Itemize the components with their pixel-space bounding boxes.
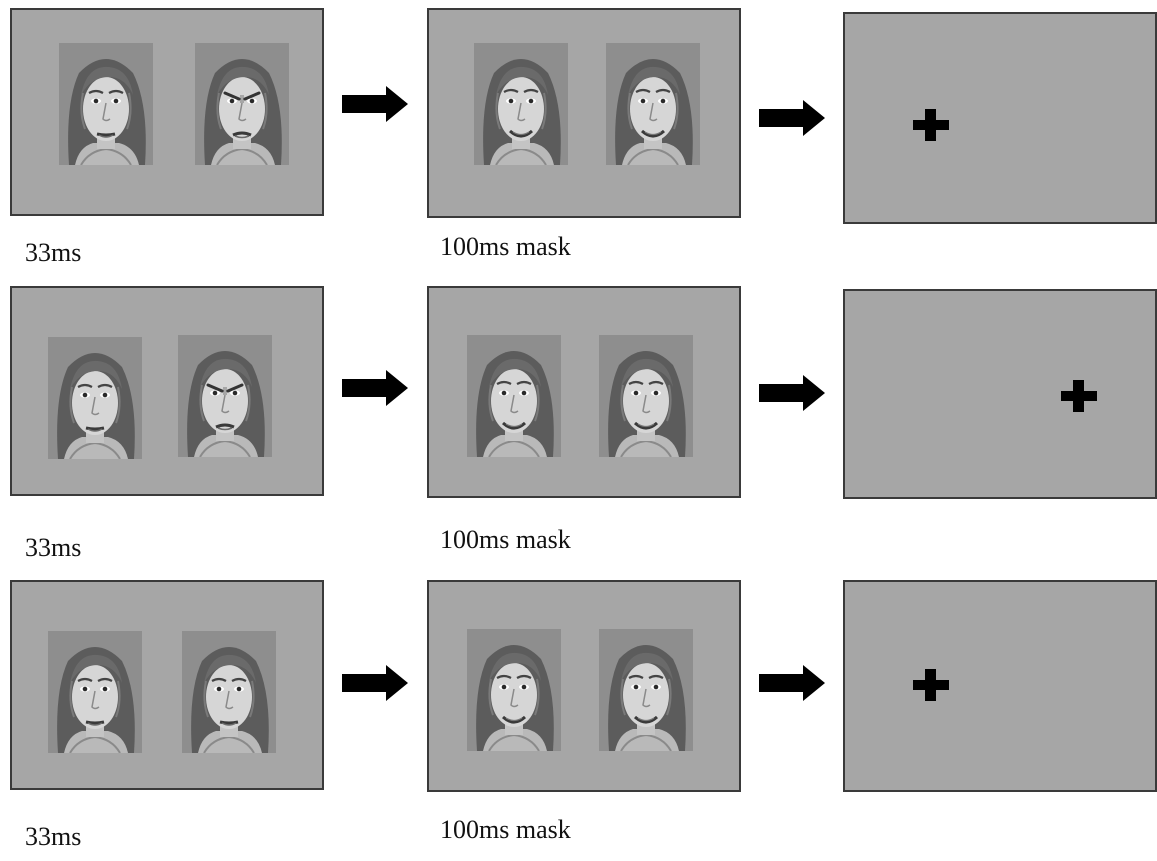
trial-1-mask-screen [427,8,741,218]
trial-2-mask-screen [427,286,741,498]
happy-face [599,629,693,751]
neutral-face [182,631,276,753]
trial-3-probe-screen [843,580,1157,792]
neutral-face [59,43,153,165]
fixation-cross-icon [913,109,949,141]
arrow-right-icon [759,665,825,701]
fixation-cross-icon [913,669,949,701]
trial-3-prime-duration-label: 33ms [25,822,82,851]
happy-face [599,335,693,457]
trial-2-prime-screen [10,286,324,496]
trial-2-mask-duration-label: 100ms mask [440,525,571,554]
trial-1-probe-screen [843,12,1157,224]
happy-face [467,629,561,751]
arrow-right-icon [342,86,408,122]
neutral-face [48,631,142,753]
happy-face [467,335,561,457]
trial-1-mask-duration-label: 100ms mask [440,232,571,261]
trial-3-prime-screen [10,580,324,790]
trial-1-prime-screen [10,8,324,216]
trial-1-prime-duration-label: 33ms [25,238,82,267]
arrow-right-icon [759,100,825,136]
neutral-face [48,337,142,459]
happy-face [606,43,700,165]
arrow-right-icon [759,375,825,411]
trial-2-prime-duration-label: 33ms [25,533,82,562]
happy-face [474,43,568,165]
angry-face [195,43,289,165]
arrow-right-icon [342,665,408,701]
trial-3-mask-screen [427,580,741,792]
trial-3-mask-duration-label: 100ms mask [440,815,571,844]
arrow-right-icon [342,370,408,406]
trial-2-probe-screen [843,289,1157,499]
angry-face [178,335,272,457]
fixation-cross-icon [1061,380,1097,412]
